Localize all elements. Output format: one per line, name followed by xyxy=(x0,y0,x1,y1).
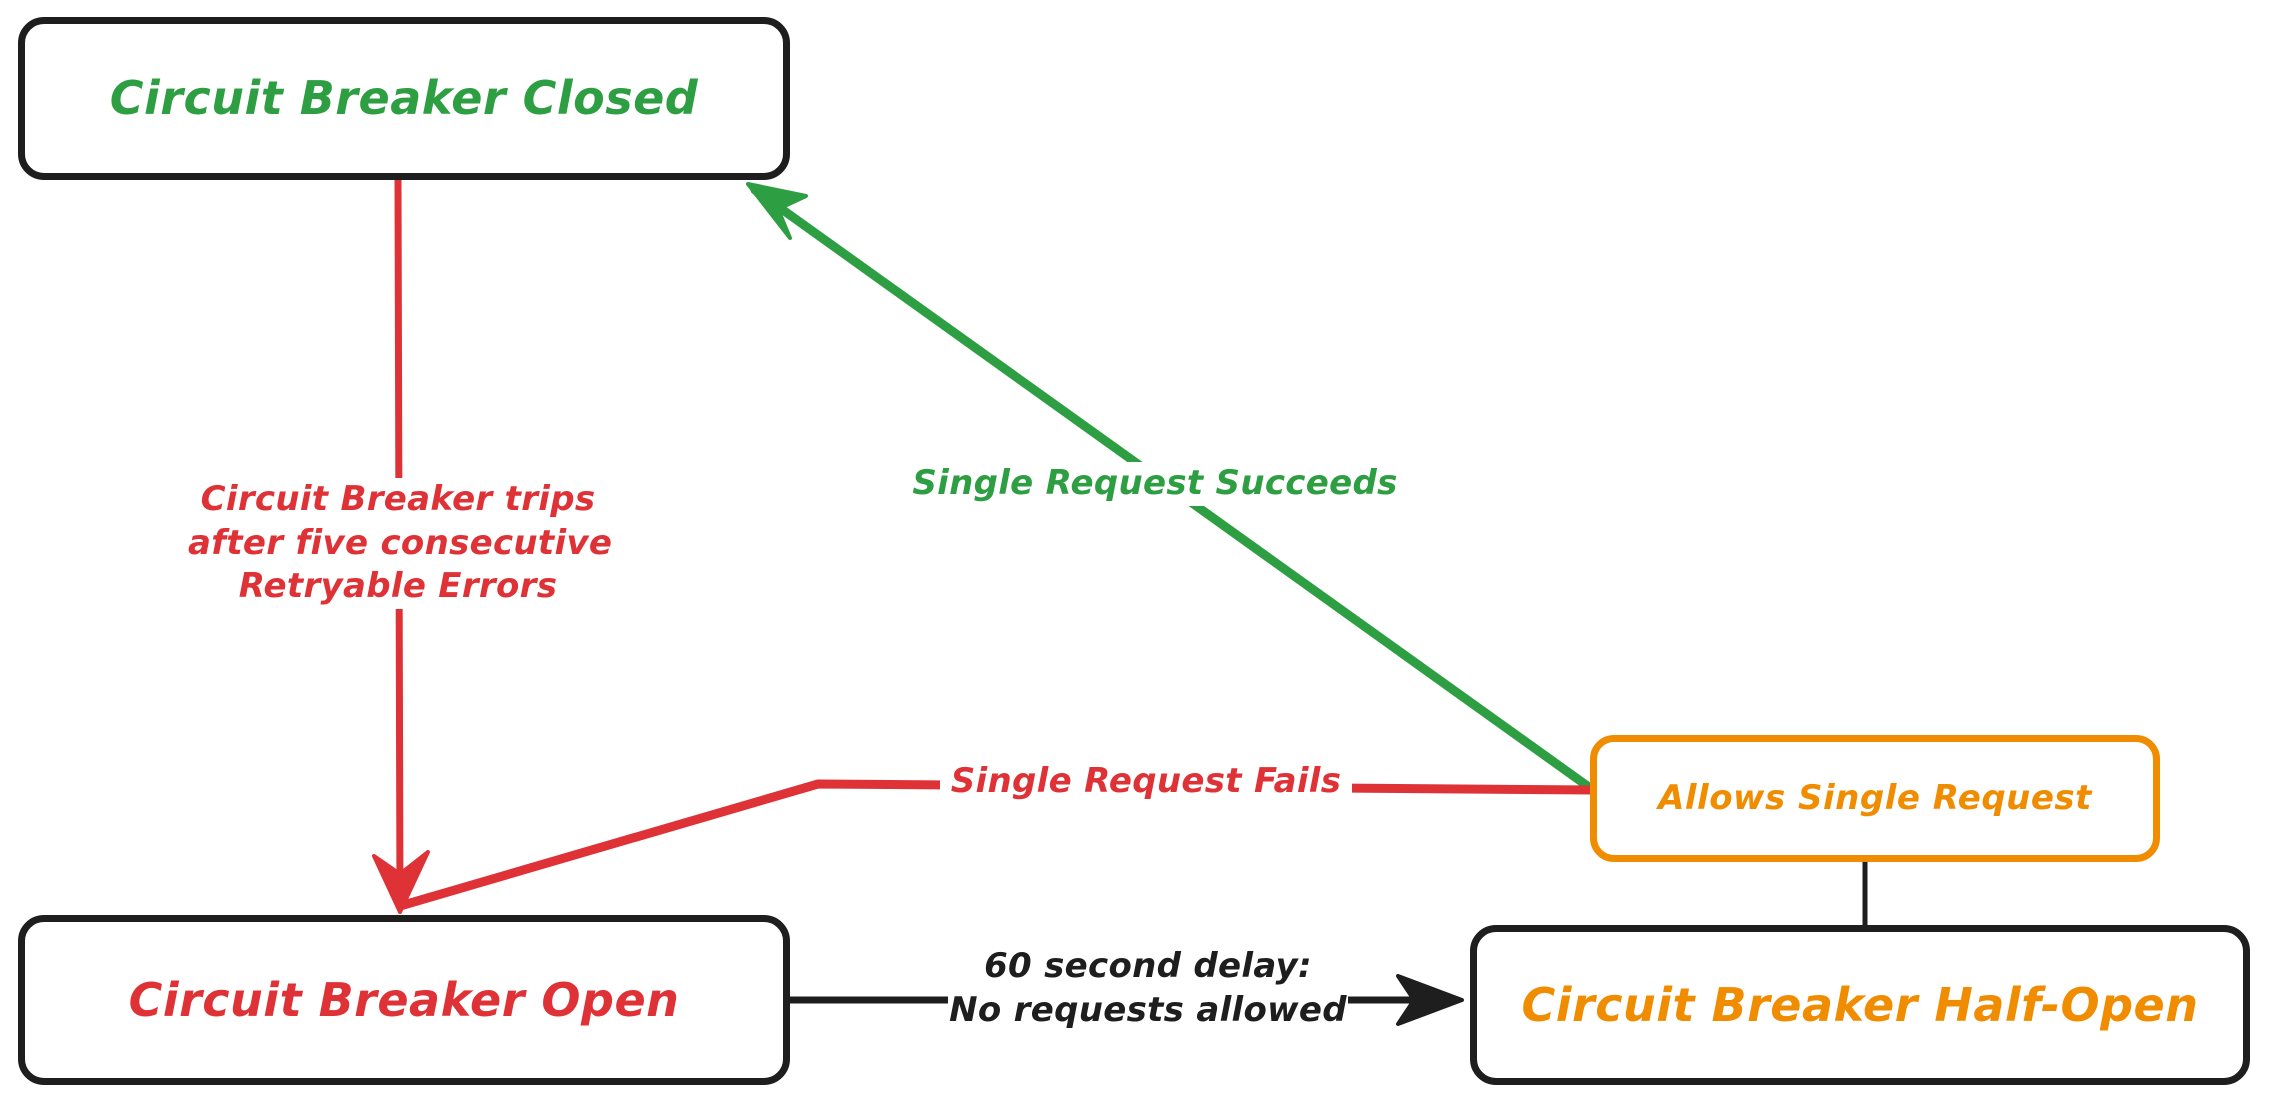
node-circuit-breaker-half-open-label: Circuit Breaker Half-Open xyxy=(1521,977,2199,1032)
node-circuit-breaker-open[interactable]: Circuit Breaker Open xyxy=(18,915,790,1085)
edge-label-open-to-halfopen: 60 second delay: No requests allowed xyxy=(948,945,1348,1033)
edge-label-closed-to-open: Circuit Breaker trips after five consecu… xyxy=(188,478,613,609)
edge-label-line: Circuit Breaker trips xyxy=(200,479,596,519)
edge-label-line: Retryable Errors xyxy=(238,566,558,607)
node-allows-single-request[interactable]: Allows Single Request xyxy=(1590,735,2160,862)
node-circuit-breaker-half-open[interactable]: Circuit Breaker Half-Open xyxy=(1470,925,2250,1085)
edge-label-line: Single Request Fails xyxy=(950,761,1342,801)
node-circuit-breaker-closed[interactable]: Circuit Breaker Closed xyxy=(18,17,790,180)
edge-label-allows-to-open: Single Request Fails xyxy=(940,760,1352,804)
node-circuit-breaker-closed-label: Circuit Breaker Closed xyxy=(109,71,699,126)
node-circuit-breaker-open-label: Circuit Breaker Open xyxy=(128,972,680,1027)
edge-label-line: No requests allowed xyxy=(949,989,1347,1030)
node-allows-single-request-label: Allows Single Request xyxy=(1658,777,2092,818)
edge-label-line: Single Request Succeeds xyxy=(912,463,1398,503)
edge-label-allows-to-closed: Single Request Succeeds xyxy=(910,462,1400,506)
edge-label-line: 60 second delay: xyxy=(984,946,1312,986)
edge-label-line: after five consecutive xyxy=(188,522,613,563)
